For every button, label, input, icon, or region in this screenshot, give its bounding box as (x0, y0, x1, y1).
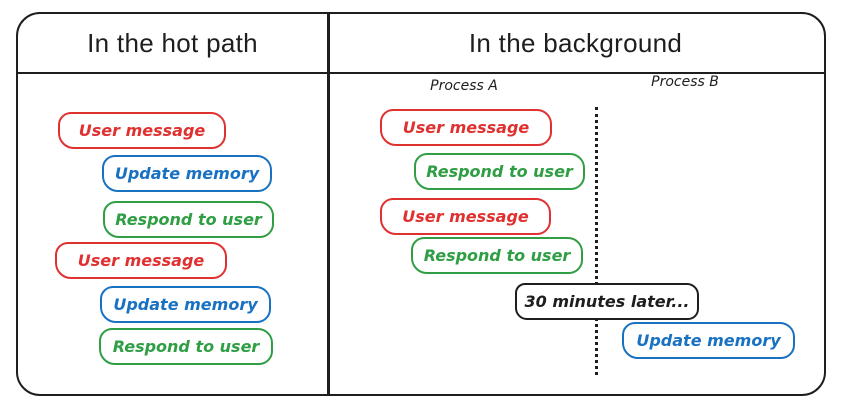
process-b-label: Process B (651, 74, 719, 90)
process-a-step-user-message-1: User message (380, 109, 552, 146)
hot-path-step-user-message-1: User message (58, 112, 226, 149)
background-title: In the background (468, 27, 683, 58)
header-row: In the hot path In the background (18, 14, 824, 74)
panel-divider (327, 14, 330, 394)
process-a-step-user-message-2: User message (380, 198, 551, 235)
hot-path-step-respond-to-user-1: Respond to user (103, 201, 274, 238)
process-divider-dotted-line (595, 107, 598, 375)
process-b-step-update-memory: Update memory (622, 322, 795, 359)
hot-path-step-user-message-2: User message (55, 242, 227, 279)
process-a-step-respond-to-user-2: Respond to user (411, 237, 583, 274)
hot-path-step-respond-to-user-2: Respond to user (99, 328, 273, 365)
comparison-frame: In the hot path In the background Proces… (16, 12, 826, 396)
process-a-step-respond-to-user-1: Respond to user (414, 153, 585, 190)
hot-path-step-update-memory-2: Update memory (100, 286, 271, 323)
process-a-label: Process A (430, 78, 498, 94)
hot-path-step-update-memory-1: Update memory (102, 155, 272, 192)
delay-note-box: 30 minutes later... (515, 283, 699, 320)
hot-path-title: In the hot path (87, 27, 258, 58)
